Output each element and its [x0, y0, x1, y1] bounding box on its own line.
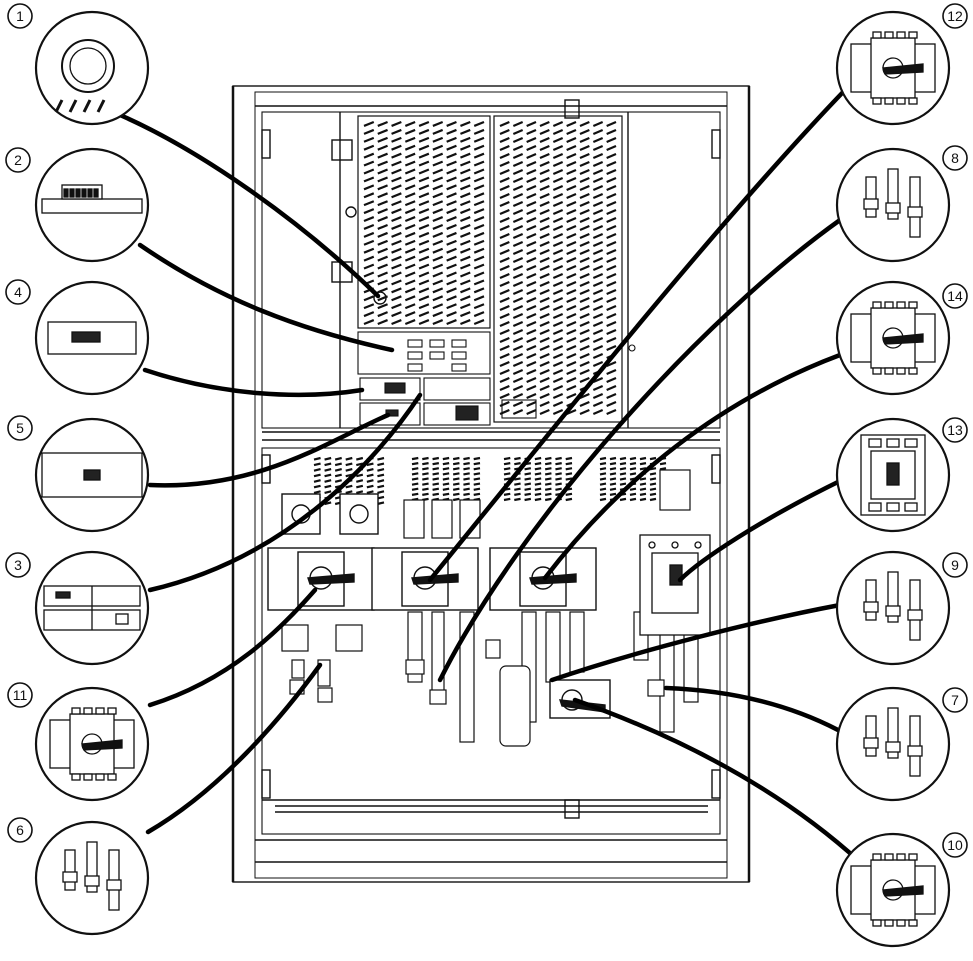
callout-badge — [942, 417, 968, 443]
control-panel-icon — [43, 585, 141, 631]
callout-badge — [942, 145, 968, 171]
callout-number: 1 — [16, 8, 24, 24]
control-panel — [357, 331, 636, 426]
leader-line-4 — [142, 367, 365, 398]
callout-1: 1 — [7, 3, 150, 126]
upper-panel — [261, 111, 721, 429]
leader-line-1 — [117, 112, 381, 299]
leader-line-9 — [549, 602, 843, 683]
callout-14: 14 — [835, 280, 968, 396]
leader-line-8 — [437, 217, 843, 683]
callout-number: 13 — [947, 422, 963, 438]
circuit-breaker-icon — [860, 434, 926, 516]
callout-number: 11 — [13, 687, 28, 703]
callout-number: 14 — [947, 288, 963, 304]
callout-7: 7 — [835, 686, 968, 802]
rotary-switch-icon — [850, 31, 936, 105]
leader-line-10 — [572, 697, 863, 865]
callout-badge — [942, 283, 968, 309]
callout-badge — [942, 832, 968, 858]
callout-badge — [942, 687, 968, 713]
interface-card-icon — [47, 321, 137, 355]
callout-8: 8 — [835, 145, 968, 263]
callout-number: 2 — [14, 152, 22, 168]
callout-badge — [7, 817, 33, 843]
leader-line-7 — [663, 685, 841, 733]
callout-12: 12 — [835, 3, 968, 126]
leader-line-5 — [147, 412, 391, 488]
busbars — [281, 469, 699, 747]
callout-9: 9 — [835, 550, 968, 666]
callout-badge — [5, 147, 31, 173]
callout-number: 3 — [14, 557, 22, 573]
serial-port-icon — [41, 452, 143, 498]
cabinet-rotary-switch — [549, 679, 611, 719]
cabinet-switch — [267, 547, 375, 611]
round-connector-icon — [54, 39, 115, 113]
callout-number: 7 — [951, 692, 959, 708]
callout-number: 5 — [16, 420, 24, 436]
terminal-board-icon — [41, 184, 143, 214]
busbar-icon — [863, 168, 923, 238]
leader-line-3 — [147, 392, 423, 593]
callout-number: 10 — [947, 837, 963, 853]
cabinet-switch-small — [339, 493, 379, 535]
busbar-icon — [62, 841, 122, 911]
callout-6: 6 — [7, 817, 150, 936]
callout-number: 8 — [951, 150, 959, 166]
callout-5: 5 — [7, 415, 150, 533]
rotary-switch-icon — [850, 301, 936, 375]
busbar-icon — [863, 707, 923, 777]
cabinet-switch — [371, 547, 479, 611]
callout-badge — [7, 415, 33, 441]
callout-badge — [5, 279, 31, 305]
rotary-switch-icon — [49, 707, 135, 781]
leader-line-14 — [542, 352, 843, 581]
rotary-switch-icon — [850, 853, 936, 927]
callout-10: 10 — [835, 832, 968, 948]
callout-13: 13 — [835, 417, 968, 533]
leader-line-6 — [145, 662, 323, 835]
callout-badge — [7, 682, 33, 708]
cabinet-breaker — [639, 534, 711, 636]
callout-number: 6 — [16, 822, 24, 838]
leader-line-2 — [137, 242, 395, 353]
callout-3: 3 — [5, 550, 150, 666]
callout-badge — [7, 3, 33, 29]
callout-number: 4 — [14, 284, 22, 300]
callout-badge — [942, 3, 968, 29]
callout-badge — [942, 552, 968, 578]
main-switches — [267, 493, 597, 611]
cabinet — [231, 85, 751, 883]
busbar-icon — [863, 571, 923, 641]
leader-line-11 — [147, 587, 318, 708]
leader-line-12 — [427, 87, 848, 583]
callout-2: 2 — [5, 147, 150, 263]
callout-number: 9 — [951, 557, 959, 573]
callout-number: 12 — [947, 8, 963, 24]
ventilation-grilles — [313, 120, 667, 506]
leader-line-13 — [677, 477, 845, 583]
leader-lines — [117, 87, 863, 865]
callout-badge — [5, 552, 31, 578]
callout-4: 4 — [5, 279, 150, 396]
callout-11: 11 — [7, 682, 150, 802]
